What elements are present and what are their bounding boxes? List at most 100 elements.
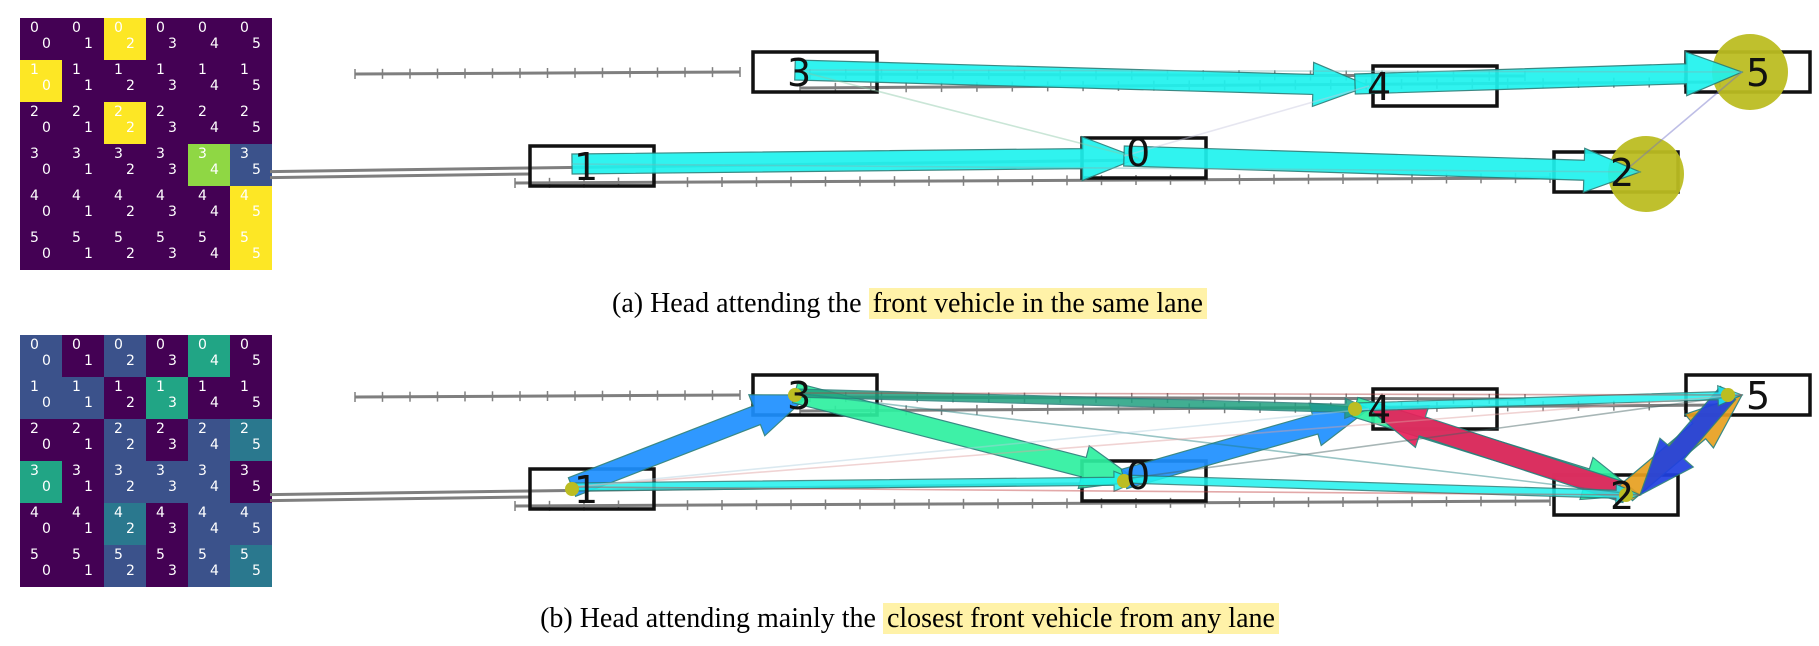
attention-arrow [571, 408, 1370, 488]
matrix-col-index: 1 [84, 36, 93, 52]
attention-arrow [571, 394, 1743, 488]
matrix-row-index: 5 [198, 230, 207, 246]
matrix-row-index: 2 [72, 104, 81, 120]
caption-a: (a) Head attending the front vehicle in … [0, 288, 1819, 320]
matrix-col-index: 0 [42, 204, 51, 220]
matrix-col-index: 0 [42, 120, 51, 136]
matrix-col-index: 2 [126, 479, 135, 495]
matrix-row-index: 0 [240, 20, 249, 36]
matrix-col-index: 4 [210, 162, 219, 178]
matrix-col-index: 3 [168, 437, 177, 453]
attention-arrow [571, 163, 1641, 173]
matrix-row-index: 3 [72, 463, 81, 479]
matrix-row-index: 0 [240, 337, 249, 353]
attention-arrow [567, 394, 811, 498]
vehicle-label: 3 [787, 51, 811, 95]
matrix-col-index: 2 [126, 563, 135, 579]
matrix-col-index: 0 [42, 479, 51, 495]
matrix-row-index: 2 [114, 421, 123, 437]
matrix-row-index: 5 [240, 230, 249, 246]
matrix-row-index: 4 [72, 188, 81, 204]
vehicle-label: 4 [1367, 388, 1391, 432]
matrix-row-index: 0 [198, 337, 207, 353]
matrix-row-index: 1 [114, 379, 123, 395]
matrix-row-index: 4 [114, 505, 123, 521]
matrix-col-index: 1 [84, 437, 93, 453]
matrix-col-index: 1 [84, 204, 93, 220]
matrix-row-index: 5 [156, 547, 165, 563]
matrix-row-index: 2 [240, 104, 249, 120]
matrix-row-index: 4 [198, 188, 207, 204]
matrix-col-index: 0 [42, 162, 51, 178]
matrix-row-index: 3 [114, 463, 123, 479]
matrix-row-index: 1 [72, 379, 81, 395]
attention-arrow [1123, 145, 1642, 194]
matrix-row-index: 5 [30, 230, 39, 246]
matrix-row-index: 0 [156, 337, 165, 353]
vehicle-label: 5 [1746, 51, 1770, 95]
matrix-row-index: 3 [156, 463, 165, 479]
matrix-col-index: 5 [252, 120, 261, 136]
attention-dot [1348, 402, 1362, 416]
matrix-col-index: 3 [168, 479, 177, 495]
matrix-row-index: 2 [240, 421, 249, 437]
matrix-col-index: 4 [210, 437, 219, 453]
matrix-row-index: 1 [240, 379, 249, 395]
matrix-row-index: 5 [72, 230, 81, 246]
vehicle-label: 5 [1746, 374, 1770, 418]
matrix-row-index: 2 [198, 104, 207, 120]
matrix-row-index: 1 [114, 62, 123, 78]
matrix-col-index: 2 [126, 120, 135, 136]
matrix-row-index: 0 [156, 20, 165, 36]
matrix-col-index: 0 [42, 437, 51, 453]
matrix-row-index: 0 [30, 20, 39, 36]
matrix-col-index: 1 [84, 479, 93, 495]
matrix-col-index: 3 [168, 36, 177, 52]
matrix-row-index: 4 [72, 505, 81, 521]
matrix-row-index: 2 [30, 104, 39, 120]
matrix-row-index: 1 [30, 62, 39, 78]
matrix-row-index: 4 [240, 188, 249, 204]
matrix-col-index: 5 [252, 353, 261, 369]
matrix-row-index: 0 [114, 337, 123, 353]
matrix-row-index: 0 [72, 20, 81, 36]
attention-dot [1619, 488, 1633, 502]
matrix-col-index: 3 [168, 246, 177, 262]
matrix-col-index: 4 [210, 204, 219, 220]
matrix-row-index: 2 [156, 104, 165, 120]
matrix-col-index: 5 [252, 437, 261, 453]
attention-arrow [571, 135, 1140, 182]
matrix-row-index: 1 [198, 62, 207, 78]
